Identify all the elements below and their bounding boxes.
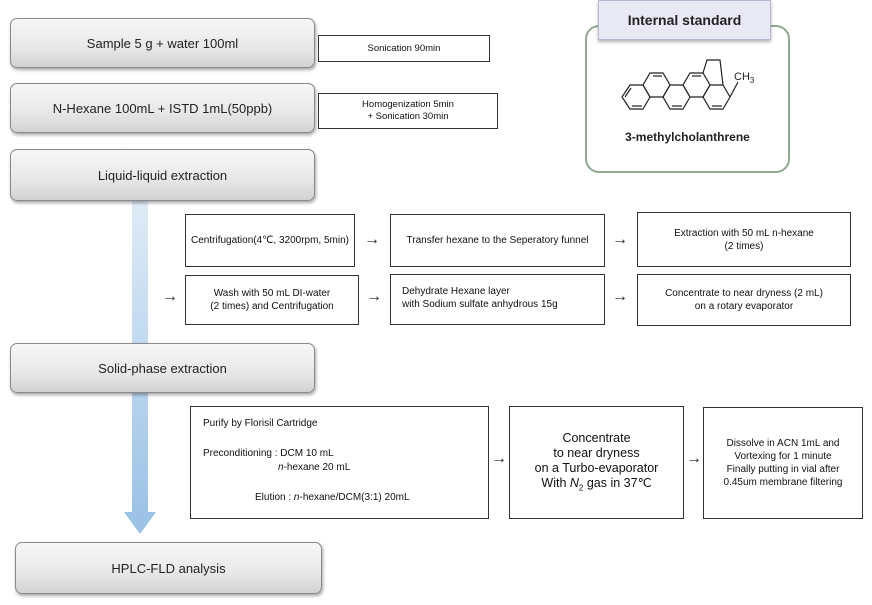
turbo-line2: to near dryness bbox=[553, 446, 640, 460]
box-dissolve: Dissolve in ACN 1mL and Vortexing for 1 … bbox=[703, 407, 863, 519]
arrow-right-icon: → bbox=[491, 450, 507, 467]
note-homogenization: Homogenization 5min + Sonication 30min bbox=[318, 93, 498, 129]
precond-dcm: Preconditioning : DCM 10 mL bbox=[203, 448, 334, 459]
step-spe-label: Solid-phase extraction bbox=[98, 360, 227, 376]
methyl-subscript: 3 bbox=[750, 76, 755, 85]
step-sample: Sample 5 g + water 100ml bbox=[10, 18, 315, 68]
box-extraction: Extraction with 50 mL n-hexane (2 times) bbox=[637, 212, 851, 267]
arrow-right-icon: → bbox=[612, 288, 628, 305]
elution-label: Elution : bbox=[255, 492, 294, 503]
turbo-with: With bbox=[541, 476, 570, 490]
turbo-line3: on a Turbo-evaporator bbox=[534, 461, 659, 475]
step-sample-label: Sample 5 g + water 100ml bbox=[86, 35, 239, 51]
compound-name: 3-methylcholanthrene bbox=[625, 130, 750, 144]
internal-standard-panel bbox=[585, 25, 790, 173]
molecule-structure: CH3 bbox=[621, 59, 755, 110]
box-concentrate-rotary: Concentrate to near dryness (2 mL) on a … bbox=[637, 274, 851, 326]
box-purify: Purify by Florisil Cartridge Preconditio… bbox=[190, 406, 489, 519]
precond-hexane: n-hexane 20 mL bbox=[278, 461, 350, 474]
arrow-right-icon: → bbox=[364, 231, 380, 248]
internal-standard-title: Internal standard bbox=[627, 12, 742, 28]
svg-text:CH3: CH3 bbox=[734, 71, 755, 85]
precond-hexane-n: n bbox=[278, 462, 284, 473]
note-sonication: Sonication 90min bbox=[318, 35, 490, 62]
internal-standard-header: Internal standard bbox=[598, 0, 771, 40]
step-hexane: N-Hexane 100mL + ISTD 1mL(50ppb) bbox=[10, 83, 315, 133]
turbo-line1: Concentrate bbox=[562, 431, 631, 445]
turbo-n: N bbox=[569, 476, 579, 490]
elution-rest: -hexane/DCM(3:1) 20mL bbox=[299, 492, 410, 503]
elution-line: Elution : n-hexane/DCM(3:1) 20mL bbox=[255, 491, 410, 504]
step-spe: Solid-phase extraction bbox=[10, 343, 315, 393]
elution-n: n bbox=[293, 492, 300, 503]
methyl-label: CH bbox=[734, 71, 750, 83]
purify-title: Purify by Florisil Cartridge bbox=[203, 418, 318, 429]
arrow-right-icon: → bbox=[612, 231, 628, 248]
precond-hexane-rest: -hexane 20 mL bbox=[283, 462, 351, 473]
box-transfer: Transfer hexane to the Seperatory funnel bbox=[390, 214, 605, 267]
turbo-sub: 2 bbox=[578, 483, 584, 493]
box-dehydrate: Dehydrate Hexane layer with Sodium sulfa… bbox=[390, 274, 605, 325]
turbo-line4: With N2 gas in 37℃ bbox=[510, 476, 683, 496]
arrow-right-icon: → bbox=[366, 288, 382, 305]
step-lle: Liquid-liquid extraction bbox=[10, 149, 315, 201]
step-hplc: HPLC-FLD analysis bbox=[15, 542, 322, 594]
box-centrifugation: Centrifugation(4℃, 3200rpm, 5min) bbox=[185, 214, 355, 267]
step-hplc-label: HPLC-FLD analysis bbox=[111, 560, 226, 576]
step-lle-label: Liquid-liquid extraction bbox=[97, 167, 228, 183]
arrow-right-icon: → bbox=[686, 450, 702, 467]
arrow-right-icon: → bbox=[162, 288, 178, 305]
box-wash: Wash with 50 mL DI-water (2 times) and C… bbox=[185, 275, 359, 325]
box-turbo: Concentrate to near dryness on a Turbo-e… bbox=[509, 406, 684, 519]
turbo-suffix: gas in 37℃ bbox=[583, 476, 652, 490]
step-hexane-label: N-Hexane 100mL + ISTD 1mL(50ppb) bbox=[52, 100, 273, 116]
